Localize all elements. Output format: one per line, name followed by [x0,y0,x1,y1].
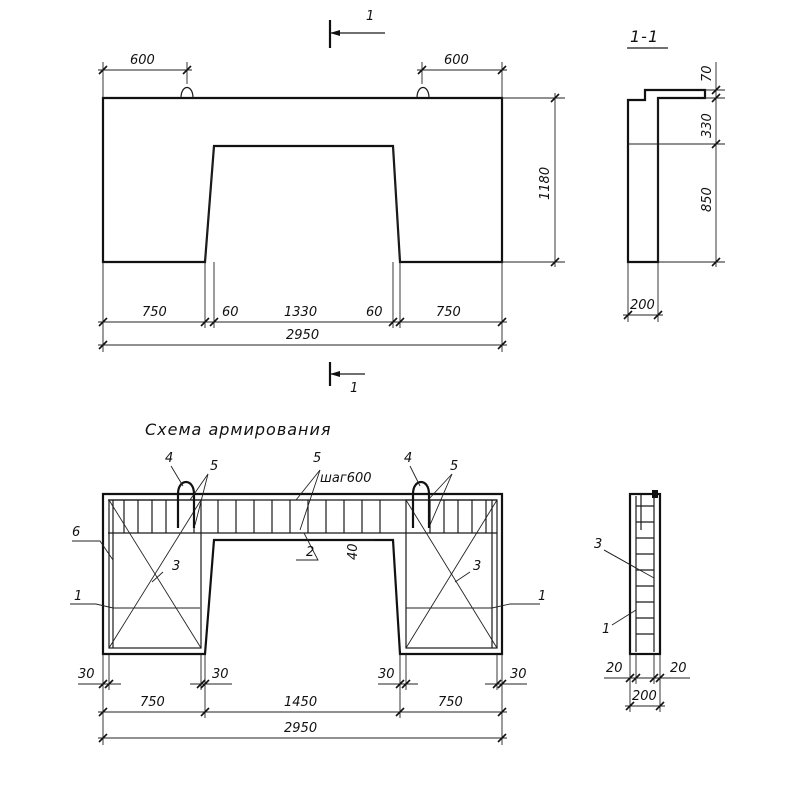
dim-60-right: 60 [366,305,383,320]
section-marker-top: 1 [328,9,385,48]
section-marker-top-label: 1 [366,9,374,24]
label-step: шаг600 [320,471,372,486]
reinforcement-title: Схема армирования [145,420,332,439]
label-6: 6 [72,525,80,540]
section-reinf-dim-200: 200 [632,689,657,704]
section-label-3: 3 [594,537,602,552]
reinf-dim-750-left: 750 [140,695,165,710]
panel-outline [101,96,504,264]
dim-60-left: 60 [222,305,239,320]
dim-70: 70 [700,65,715,82]
label-5-right: 5 [450,459,458,474]
label-2: 2 [306,545,314,560]
dim-750-right: 750 [436,305,461,320]
label-3-left: 3 [172,559,180,574]
dim-330: 330 [700,113,715,138]
reinforcement-outline [101,492,504,656]
dim-1180: 1180 [538,167,553,200]
section-dim-20-right: 20 [670,661,687,676]
section-outline [626,88,707,264]
lifting-loop-right [416,86,430,99]
section-stirrups [636,505,654,635]
section-dim-200: 200 [630,298,655,313]
dim-850: 850 [700,187,715,212]
dim-750-left: 750 [142,305,167,320]
section-dim-20-left: 20 [606,661,623,676]
label-4-right: 4 [404,451,412,466]
rebar-loop-left [176,480,196,528]
section-marker-bottom-label: 1 [350,381,358,396]
label-5-left: 5 [210,459,218,474]
dim-30-a: 30 [78,667,95,682]
reinf-dim-1450: 1450 [284,695,317,710]
reinforcement-section: 3 1 20 20 200 [594,490,690,712]
label-5-mid: 5 [313,451,321,466]
front-view: 1 600 600 1180 [98,9,565,396]
label-40: 40 [346,543,361,560]
section-marker-bottom: 1 [328,362,365,396]
label-4-left: 4 [165,451,173,466]
section-title: 1-1 [630,27,659,46]
dim-2950: 2950 [286,328,319,343]
dim-600-left: 600 [130,53,155,68]
rebar-loop-right [411,480,431,528]
label-1-right: 1 [538,589,546,604]
reinf-dim-750-right: 750 [438,695,463,710]
dim-30-b: 30 [212,667,229,682]
label-3-right: 3 [473,559,481,574]
section-view: 1-1 70 330 850 200 [623,27,725,322]
dim-1330: 1330 [284,305,317,320]
dim-600-right: 600 [444,53,469,68]
reinforcement-scheme: Схема армирования [70,420,546,745]
reinf-dim-2950: 2950 [284,721,317,736]
label-1-left: 1 [74,589,82,604]
dim-30-d: 30 [510,667,527,682]
section-label-1: 1 [602,622,610,637]
dim-30-c: 30 [378,667,395,682]
lifting-loop-left [180,86,194,99]
